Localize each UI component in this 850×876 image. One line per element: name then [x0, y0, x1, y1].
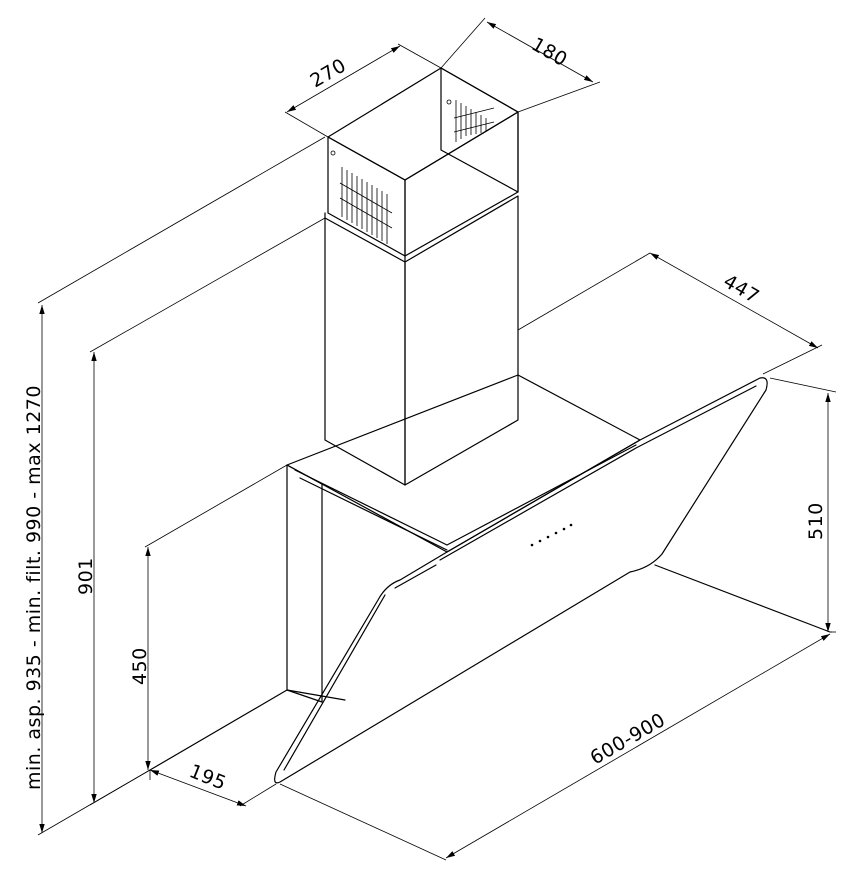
vent-grille-left-icon [339, 167, 393, 244]
dim-hood-width: 600-900 [587, 709, 670, 769]
dim-duct-width: 270 [307, 54, 351, 92]
control-buttons-icon [530, 523, 573, 547]
dim-bottom-depth: 195 [186, 760, 229, 795]
glass-panel [274, 377, 768, 784]
vent-grille-right-icon [453, 100, 495, 142]
dim-body-height: 450 [129, 647, 151, 685]
dim-total-height: 901 [75, 557, 97, 595]
lower-chimney [324, 195, 519, 486]
dim-glass-height: 510 [805, 502, 827, 540]
dim-chimney-range: min. asp. 935 - min. filt. 990 - max 127… [23, 385, 45, 790]
dim-hood-depth: 447 [720, 270, 764, 308]
hood-body [149, 374, 831, 771]
dimension-lines [37, 17, 837, 861]
upper-chimney [327, 67, 519, 257]
